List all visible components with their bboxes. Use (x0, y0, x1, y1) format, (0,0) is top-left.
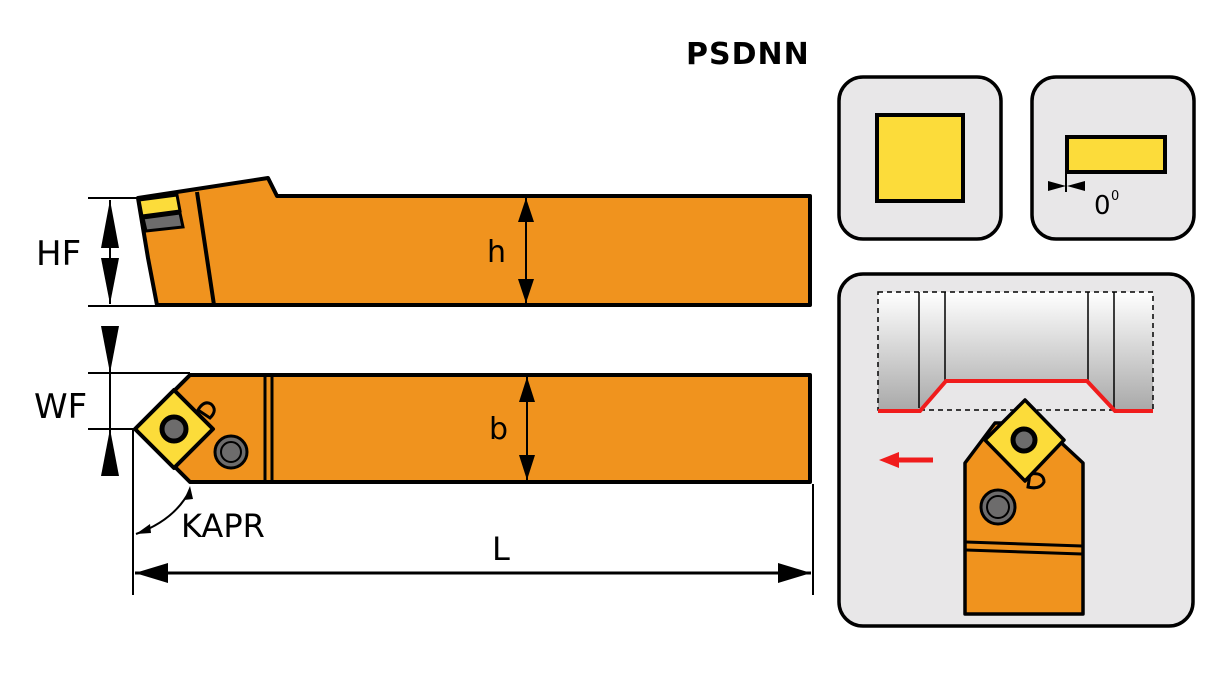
operation-holder-body (963, 421, 1085, 616)
clamp-screw-inner (220, 441, 242, 463)
clamp-split-line (195, 191, 216, 306)
l-arrowhead-left (135, 563, 168, 583)
l-arrowhead-right (778, 563, 811, 583)
workpiece (877, 291, 1154, 413)
product-code-title: PSDNN (686, 37, 810, 72)
clamp-screw-inner (986, 495, 1010, 519)
holder-top-body (148, 373, 812, 484)
hf-label: HF (36, 234, 81, 274)
b-dimension-arrow (519, 377, 535, 480)
holder-groove-line (965, 548, 1083, 556)
clearance-angle-value: 0 (1094, 191, 1111, 221)
operation-panel (837, 272, 1195, 628)
clearance-angle-panel: 0 0 (1030, 75, 1196, 241)
feed-direction-arrow-icon (879, 452, 933, 468)
b-label: b (489, 412, 508, 447)
angle-arrow-left (1048, 181, 1066, 191)
holder-groove-line (965, 540, 1083, 548)
l-label: L (492, 530, 510, 568)
holder-side-body (136, 176, 812, 307)
clamp-lobe (1026, 472, 1046, 490)
shim-side (141, 211, 185, 233)
hf-dimension-arrow (101, 200, 119, 304)
insert-shape-panel (837, 75, 1003, 241)
degree-symbol: 0 (1111, 189, 1119, 204)
kapr-angle-arc (135, 486, 193, 535)
machined-profile-line (878, 379, 1153, 413)
insert-side (137, 193, 182, 218)
clamp-lobe (195, 401, 216, 420)
insert-screw (159, 414, 189, 444)
square-insert-icon (875, 113, 965, 203)
wf-label: WF (34, 387, 87, 427)
wf-dimension-arrow (101, 326, 119, 476)
side-view: HF h (36, 176, 812, 307)
top-view: WF b KAPR (34, 326, 812, 545)
l-dimension (132, 430, 814, 595)
h-dimension-arrow (518, 198, 534, 303)
h-label: h (487, 235, 506, 270)
insert-profile-icon (1065, 135, 1167, 174)
angle-arrow-right (1067, 181, 1085, 191)
insert-screw (1010, 426, 1038, 454)
kapr-label: KAPR (181, 507, 265, 545)
